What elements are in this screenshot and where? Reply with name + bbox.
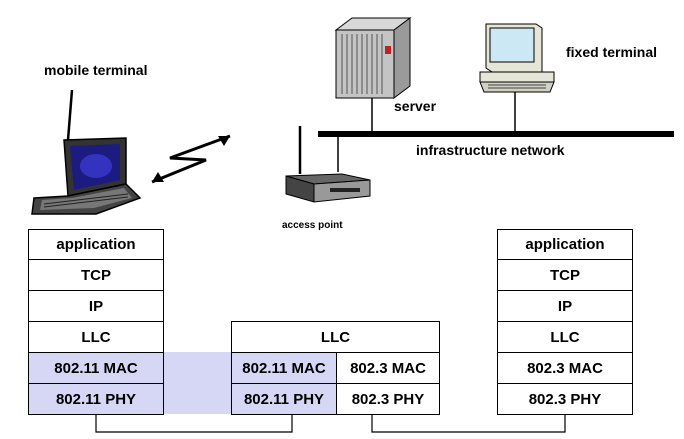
stack-layer-ip: IP (497, 290, 633, 322)
ap-layer-8023-phy: 802.3 PHY (336, 383, 440, 415)
wireless-phy-connector (95, 414, 293, 433)
access-point-label: access point (282, 220, 343, 231)
server-label: server (394, 98, 437, 114)
laptop-icon (31, 89, 142, 215)
stack-layer-80211-phy: 802.11 PHY (28, 383, 164, 415)
ap-layer-llc: LLC (231, 321, 440, 353)
stack-layer-llc: LLC (497, 321, 633, 353)
stack-layer-8023-phy: 802.3 PHY (497, 383, 633, 415)
ap-layer-8023-mac: 802.3 MAC (336, 352, 440, 384)
wired-phy-connector (371, 414, 566, 433)
ap-layer-80211-mac: 802.11 MAC (231, 352, 337, 384)
server-icon (334, 17, 412, 99)
stack-layer-8023-mac: 802.3 MAC (497, 352, 633, 384)
stack-layer-ip: IP (28, 290, 164, 322)
ap-layer-80211-phy: 802.11 PHY (231, 383, 337, 415)
stack-layer-llc: LLC (28, 321, 164, 353)
stack-layer-80211-mac: 802.11 MAC (28, 352, 164, 384)
fixed-terminal-icon (479, 23, 555, 93)
stack-layer-application: application (28, 229, 164, 260)
infrastructure-backbone (318, 131, 674, 137)
infrastructure-network-label: infrastructure network (416, 142, 565, 158)
stack-layer-tcp: TCP (497, 259, 633, 291)
mobile-terminal-label: mobile terminal (44, 62, 148, 78)
stack-layer-application: application (497, 229, 633, 260)
fixed-terminal-label: fixed terminal (566, 44, 658, 60)
wireless-link-icon (151, 134, 231, 184)
access-point-icon (285, 126, 371, 203)
stack-layer-tcp: TCP (28, 259, 164, 291)
wireless-layer-band (164, 352, 232, 414)
